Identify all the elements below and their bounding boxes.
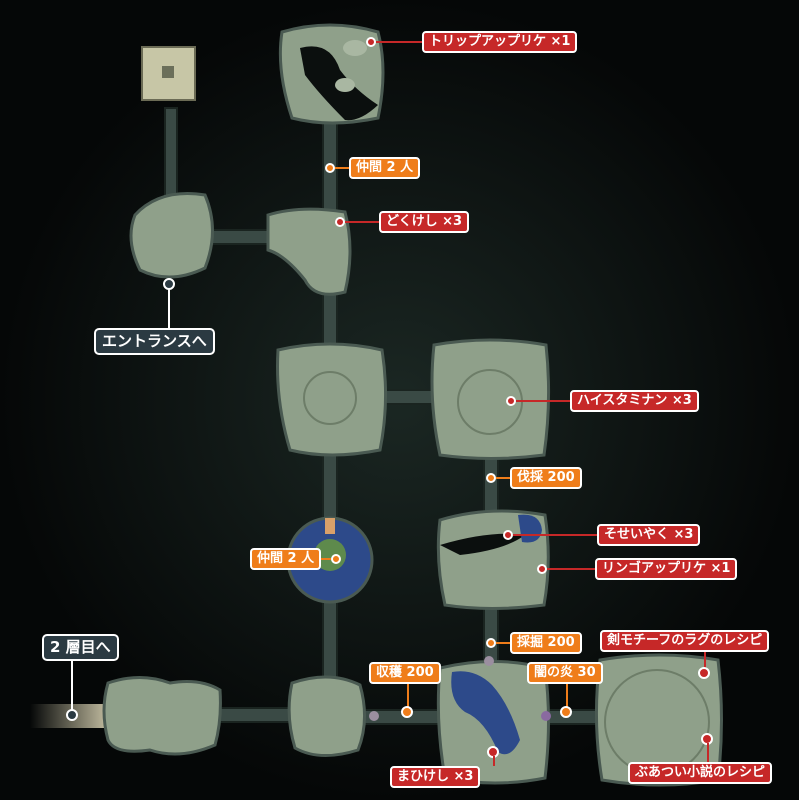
- item-marker-icon: [503, 530, 513, 540]
- room-bottom-left: [102, 676, 222, 756]
- label-sword-rug: 剣モチーフのラグのレシピ: [600, 630, 770, 652]
- label-high-stamina: ハイスタミナン ×3: [506, 390, 699, 412]
- floor2-exit-connector: [71, 661, 73, 711]
- dark-flame-connector: [566, 684, 568, 710]
- pond-room: [286, 516, 374, 604]
- item-marker-icon: [698, 667, 710, 679]
- label-dark-flame: 闇の炎 30: [527, 662, 603, 684]
- label-trip-applique: トリップアップリケ ×1: [366, 31, 578, 53]
- label-apple-applique: リンゴアップリケ ×1: [537, 558, 738, 580]
- harvest-connector: [407, 684, 409, 710]
- label-companion-mid: 仲間 2 人: [250, 548, 342, 570]
- label-thick-novel: ぶあつい小説のレシピ: [628, 762, 773, 784]
- item-marker-icon: [506, 396, 516, 406]
- label-dokukeshi: どくけし ×3: [335, 211, 470, 233]
- room-entrance-side: [129, 192, 214, 279]
- thick-novel-connector: [707, 743, 709, 763]
- to-floor2-button[interactable]: 2 層目へ: [42, 634, 119, 661]
- label-seiseiyaku: そせいやく ×3: [503, 524, 701, 546]
- to-entrance-button[interactable]: エントランスへ: [94, 328, 215, 355]
- mahiyake-connector: [493, 756, 495, 766]
- room-bottom-mid: [287, 675, 367, 758]
- gather-marker-icon: [401, 706, 413, 718]
- entrance-room: [141, 46, 196, 101]
- item-marker-icon: [366, 37, 376, 47]
- label-logging: 伐採 200: [486, 467, 582, 489]
- label-harvest: 収穫 200: [369, 662, 441, 684]
- room-junction: [266, 207, 352, 296]
- label-mining: 採掘 200: [486, 632, 582, 654]
- gather-marker-icon: [486, 473, 496, 483]
- room-mid-left: [276, 342, 388, 457]
- item-marker-icon: [537, 564, 547, 574]
- item-marker-icon: [335, 217, 345, 227]
- entrance-exit-connector: [168, 289, 170, 329]
- label-companion-top: 仲間 2 人: [325, 157, 421, 179]
- label-mahiyake: まひけし ×3: [390, 766, 481, 788]
- floor2-exit-marker[interactable]: [66, 709, 78, 721]
- room-mid-right: [430, 338, 551, 460]
- gather-marker-icon: [325, 163, 335, 173]
- gather-marker-icon: [331, 554, 342, 564]
- gather-marker-icon: [486, 638, 496, 648]
- gather-marker-icon: [560, 706, 572, 718]
- sword-rug-connector: [704, 652, 706, 672]
